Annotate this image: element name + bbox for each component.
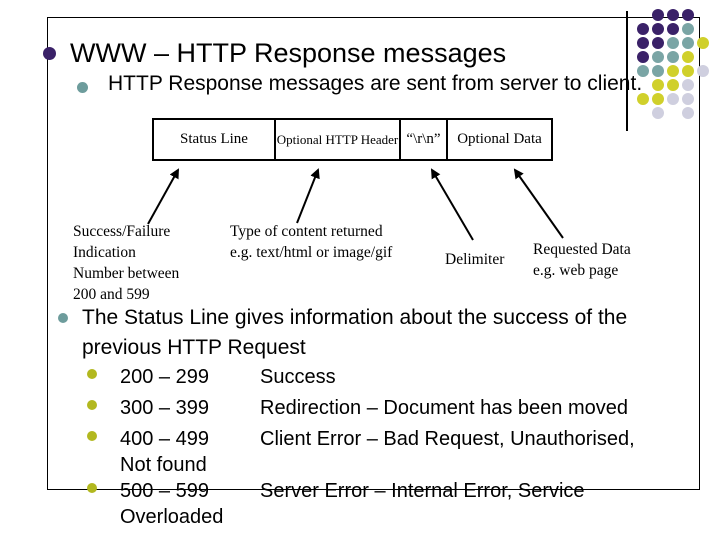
decor-dot (682, 51, 694, 63)
decor-dot (667, 51, 679, 63)
diagram-box-status-line: Status Line (152, 118, 276, 161)
decor-dot (652, 51, 664, 63)
status-code-range: 200 – 299 (120, 366, 209, 388)
status-code-desc: Client Error – Bad Request, Unauthorised… (120, 428, 635, 476)
decor-dot (637, 65, 649, 77)
diagram-box-optional-http-header: Optional HTTP Header (274, 118, 401, 161)
decor-dot (652, 93, 664, 105)
decor-dot (652, 23, 664, 35)
diagram-boxes: Status Line Optional HTTP Header “\r\n” … (152, 118, 553, 161)
decor-dot (682, 9, 694, 21)
decor-dot (652, 79, 664, 91)
subtitle-bullet-icon (77, 82, 88, 93)
decor-dot (637, 37, 649, 49)
list-bullet-icon (87, 369, 97, 379)
decor-dot (637, 51, 649, 63)
decor-dot (637, 93, 649, 105)
decor-dot (652, 107, 664, 119)
decor-dot (682, 93, 694, 105)
decor-dot (682, 37, 694, 49)
body-bullet-icon (58, 313, 68, 323)
slide-frame-border (47, 17, 700, 490)
decor-dot (667, 9, 679, 21)
decor-dot (697, 37, 709, 49)
diagram-box-optional-data: Optional Data (446, 118, 553, 161)
slide-subtitle: HTTP Response messages are sent from ser… (108, 72, 643, 95)
decor-dot (667, 93, 679, 105)
status-code-desc: Success (260, 366, 336, 388)
decor-dot (682, 107, 694, 119)
decor-dot (667, 65, 679, 77)
status-code-range: 300 – 399 (120, 397, 209, 419)
decor-dot (637, 23, 649, 35)
decor-dot (652, 37, 664, 49)
decor-dot (682, 65, 694, 77)
decor-dot (697, 65, 709, 77)
status-code-desc: Server Error – Internal Error, Service O… (120, 480, 585, 528)
decor-dot (667, 79, 679, 91)
decor-dot (682, 79, 694, 91)
status-code-range: 400 – 499 (120, 428, 209, 450)
status-code-range: 500 – 599 (120, 480, 209, 502)
diagram-box-crlf-delimiter: “\r\n” (399, 118, 448, 161)
decor-dot (652, 65, 664, 77)
list-bullet-icon (87, 431, 97, 441)
decor-vertical-line (626, 11, 628, 131)
list-bullet-icon (87, 400, 97, 410)
list-bullet-icon (87, 483, 97, 493)
decor-dot (667, 37, 679, 49)
decor-dot (652, 9, 664, 21)
title-bullet-icon (43, 47, 56, 60)
status-code-item-3xx: 300 – 399 Redirection – Document has been… (87, 395, 648, 421)
decor-dot (667, 23, 679, 35)
body-lead-text: The Status Line gives information about … (82, 306, 628, 359)
decor-dot (682, 23, 694, 35)
status-code-desc: Redirection – Document has been moved (260, 397, 628, 419)
callout-delimiter: Delimiter (445, 251, 505, 268)
slide-title: WWW – HTTP Response messages (70, 38, 507, 68)
status-code-item-2xx: 200 – 299 Success (87, 364, 648, 390)
